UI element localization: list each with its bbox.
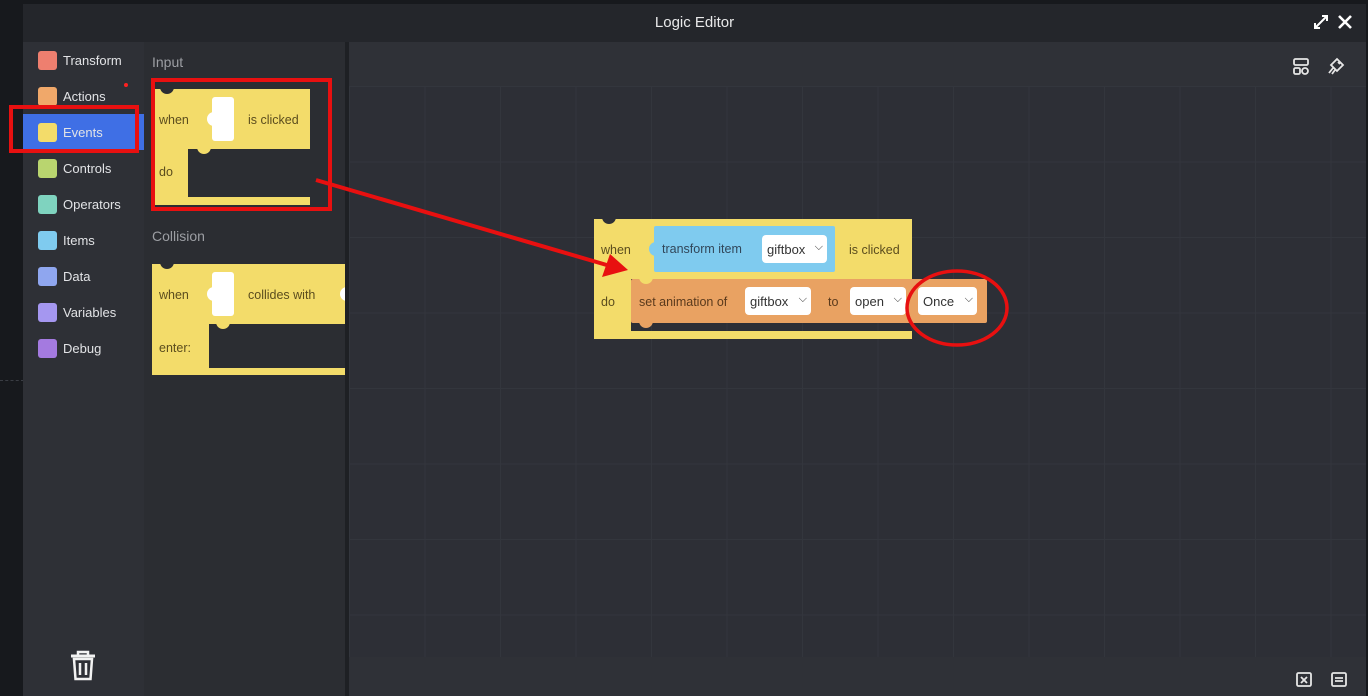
item-dropdown[interactable]: giftbox ⌵ xyxy=(762,235,827,263)
animation-mode-dropdown[interactable]: Once ⌵ xyxy=(918,287,977,315)
chevron-down-icon: ⌵ xyxy=(814,241,823,253)
do-label: do xyxy=(601,295,615,309)
category-label: Operators xyxy=(63,196,121,212)
category-debug[interactable]: Debug xyxy=(23,330,144,366)
category-items[interactable]: Items xyxy=(23,222,144,258)
set-animation-label: set animation of xyxy=(639,295,728,309)
workspace-toolbar xyxy=(349,42,1366,86)
click-event-block[interactable]: when is clicked do xyxy=(152,84,312,205)
window-title: Logic Editor xyxy=(654,14,735,31)
category-actions[interactable]: Actions xyxy=(23,78,144,114)
chevron-down-icon: ⌵ xyxy=(798,293,807,305)
transform-item-block[interactable]: transform item giftbox ⌵ xyxy=(649,226,835,272)
backdrop-line xyxy=(0,380,24,381)
when-label: when xyxy=(159,113,189,127)
operators-swatch xyxy=(38,194,57,214)
debug-swatch xyxy=(38,338,57,358)
workspace-event-block[interactable]: when is clicked do transform item giftbo… xyxy=(594,214,987,339)
actions-swatch xyxy=(38,86,57,106)
category-label: Data xyxy=(63,268,91,284)
notification-dot xyxy=(124,83,128,87)
workspace-footer xyxy=(349,657,1366,696)
close-icon[interactable] xyxy=(1334,11,1356,33)
layout-icon[interactable] xyxy=(1291,56,1311,76)
category-label: Debug xyxy=(63,340,102,356)
animation-name-value: open xyxy=(855,293,884,309)
set-animation-block[interactable]: set animation of giftbox ⌵ to open ⌵ Onc… xyxy=(631,275,987,328)
animation-name-dropdown[interactable]: open ⌵ xyxy=(850,287,906,315)
category-label: Transform xyxy=(63,52,122,68)
when-label: when xyxy=(601,243,631,257)
to-label: to xyxy=(828,295,839,309)
event-label: is clicked xyxy=(248,113,299,127)
animation-mode-value: Once xyxy=(923,293,955,309)
animation-target-dropdown[interactable]: giftbox ⌵ xyxy=(745,287,811,315)
animation-target-value: giftbox xyxy=(750,293,789,309)
item-dropdown-value: giftbox xyxy=(767,241,806,257)
clean-up-icon[interactable] xyxy=(1326,56,1346,76)
category-variables[interactable]: Variables xyxy=(23,294,144,330)
chevron-down-icon: ⌵ xyxy=(893,293,902,305)
logic-editor-window: Logic Editor Transform Actions Events Co… xyxy=(23,4,1366,696)
category-label: Items xyxy=(63,232,95,248)
variables-swatch xyxy=(38,302,57,322)
block-flyout: Input when is clicked do Collision when xyxy=(144,42,347,696)
category-data[interactable]: Data xyxy=(23,258,144,294)
title-bar: Logic Editor xyxy=(23,4,1366,42)
when-label: when xyxy=(159,288,189,302)
enter-label: enter: xyxy=(159,341,191,355)
transform-swatch xyxy=(38,50,57,70)
category-label: Actions xyxy=(63,88,106,104)
flyout-divider xyxy=(345,42,349,696)
event-label: is clicked xyxy=(849,243,900,257)
section-collision-label: Collision xyxy=(152,228,205,244)
category-transform[interactable]: Transform xyxy=(23,42,144,78)
category-operators[interactable]: Operators xyxy=(23,186,144,222)
delete-all-icon[interactable] xyxy=(1294,669,1314,689)
category-label: Variables xyxy=(63,304,117,320)
transform-item-label: transform item xyxy=(662,242,742,256)
collision-event-block[interactable]: when collides with enter: xyxy=(152,259,347,376)
event-label: collides with xyxy=(248,288,316,302)
notes-icon[interactable] xyxy=(1329,669,1349,689)
category-label: Controls xyxy=(63,160,112,176)
chevron-down-icon: ⌵ xyxy=(964,293,973,305)
workspace-canvas[interactable]: when is clicked do transform item giftbo… xyxy=(349,86,1366,657)
events-swatch xyxy=(38,122,57,142)
items-swatch xyxy=(38,230,57,250)
expand-icon[interactable] xyxy=(1310,11,1332,33)
section-input-label: Input xyxy=(152,54,184,70)
trash-icon[interactable] xyxy=(65,648,101,684)
category-controls[interactable]: Controls xyxy=(23,150,144,186)
category-sidebar: Transform Actions Events Controls Operat… xyxy=(23,42,144,696)
category-label: Events xyxy=(63,124,103,140)
data-swatch xyxy=(38,266,57,286)
do-label: do xyxy=(159,165,173,179)
category-events[interactable]: Events xyxy=(23,114,144,150)
controls-swatch xyxy=(38,158,57,178)
